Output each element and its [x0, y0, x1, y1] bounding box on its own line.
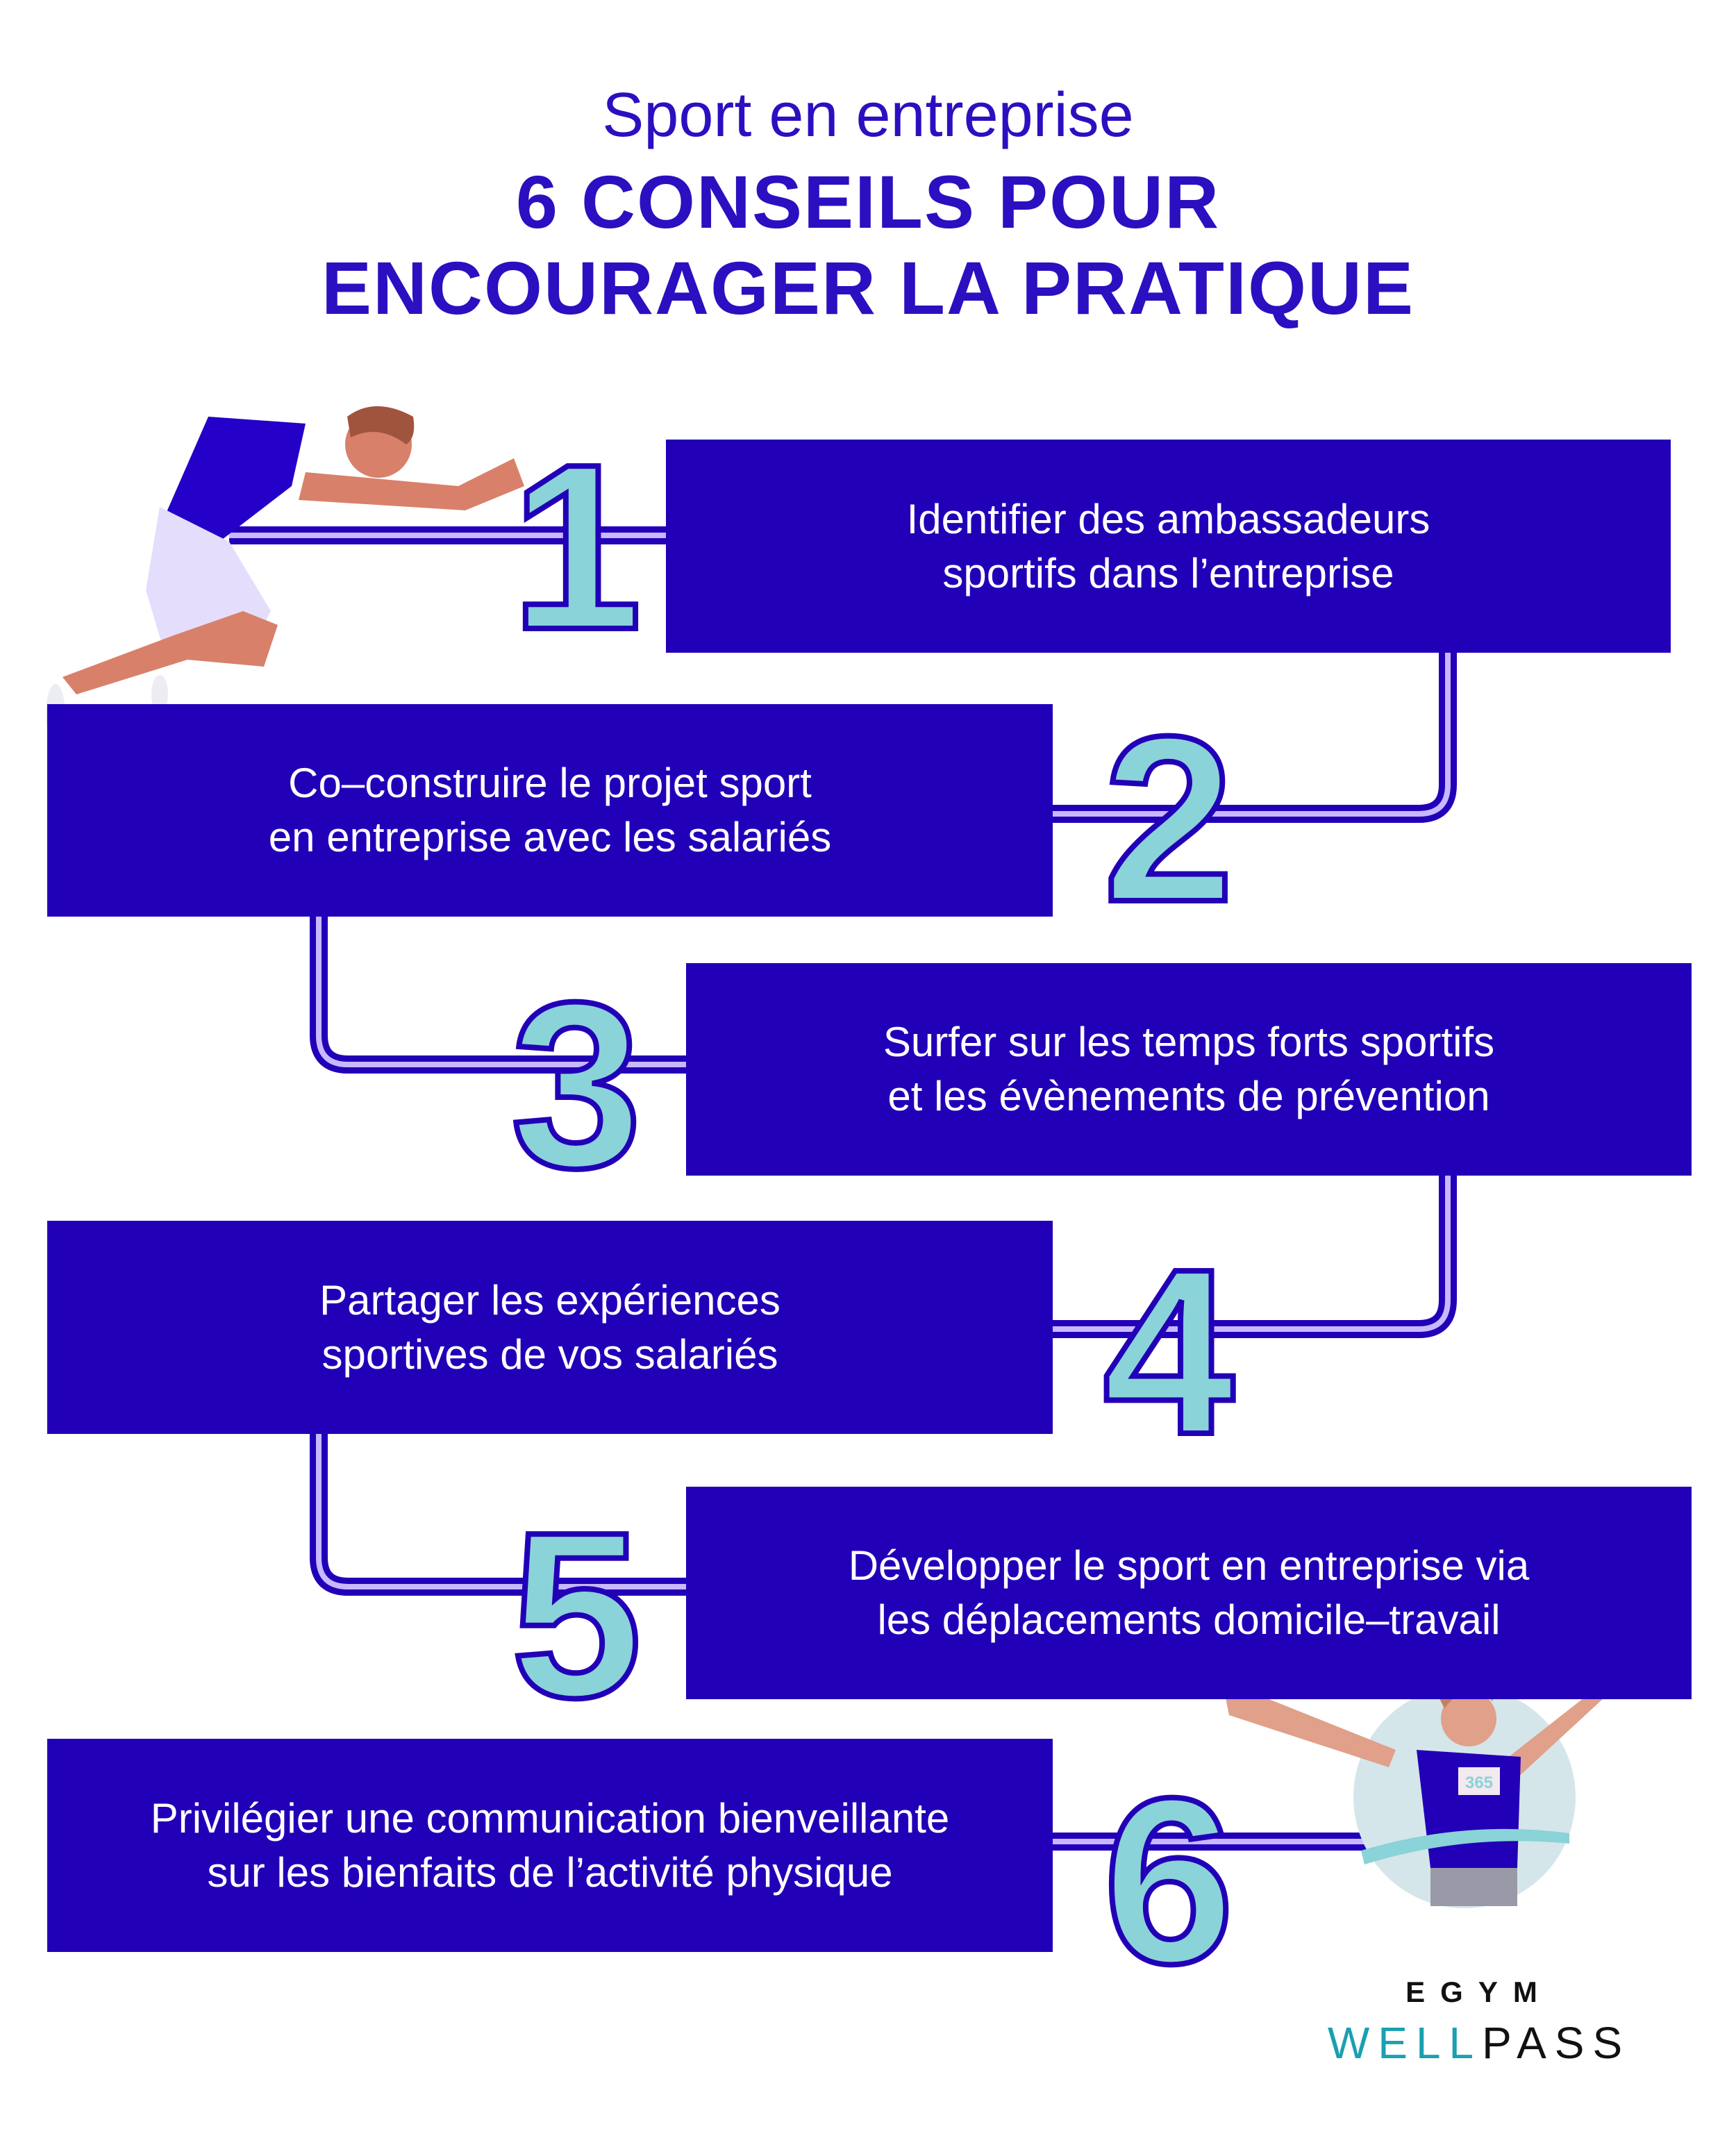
woman-finish-line-illustration: 365	[1222, 1680, 1604, 1908]
tip-text: les déplacements domicile–travail	[877, 1596, 1501, 1643]
tip-box-1: Identifier des ambassadeurs sportifs dan…	[666, 440, 1671, 653]
logo-wellpass: WELLPASS	[1305, 2017, 1653, 2069]
step-number-6: 6	[1103, 1749, 1234, 2013]
step-number-4: 4	[1103, 1220, 1235, 1484]
tip-box-5: Développer le sport en entreprise via le…	[686, 1487, 1692, 1699]
tip-text: sportifs dans l’entreprise	[942, 549, 1394, 596]
tip-text: sportives de vos salariés	[322, 1330, 778, 1378]
tip-box-2: Co–construire le projet sport en entrepr…	[47, 704, 1053, 917]
man-climbing-illustration	[46, 406, 524, 746]
step-number-1: 1	[510, 415, 642, 679]
tip-text: Identifier des ambassadeurs	[906, 495, 1430, 542]
logo-pass: PASS	[1482, 2018, 1631, 2068]
tip-text: Surfer sur les temps forts sportifs	[883, 1019, 1495, 1065]
logo-well: WELL	[1327, 2018, 1483, 2068]
tip-text: sur les bienfaits de l’activité physique	[207, 1848, 893, 1896]
step-number-5: 5	[510, 1483, 642, 1747]
step-number-2: 2	[1103, 687, 1234, 951]
step-number-3: 3	[510, 953, 642, 1217]
tip-text: et les évènements de prévention	[887, 1073, 1490, 1119]
tip-text: Partager les expériences	[319, 1276, 781, 1324]
tip-text: en entreprise avec les salariés	[268, 814, 832, 860]
tip-text: Co–construire le projet sport	[288, 760, 812, 806]
tip-text: Privilégier une communication bienveilla…	[150, 1794, 950, 1842]
tip-box-4: Partager les expériences sportives de vo…	[47, 1221, 1053, 1434]
title-line-2: ENCOURAGER LA PRATIQUE	[321, 246, 1415, 330]
tip-box-6: Privilégier une communication bienveilla…	[47, 1739, 1053, 1952]
subtitle: Sport en entreprise	[602, 81, 1134, 150]
title-line-1: 6 CONSEILS POUR	[515, 160, 1221, 244]
bib-number: 365	[1465, 1773, 1493, 1792]
tip-box-3: Surfer sur les temps forts sportifs et l…	[686, 963, 1692, 1176]
logo-egym: EGYM	[1405, 1976, 1553, 2008]
tip-text: Développer le sport en entreprise via	[848, 1542, 1530, 1589]
